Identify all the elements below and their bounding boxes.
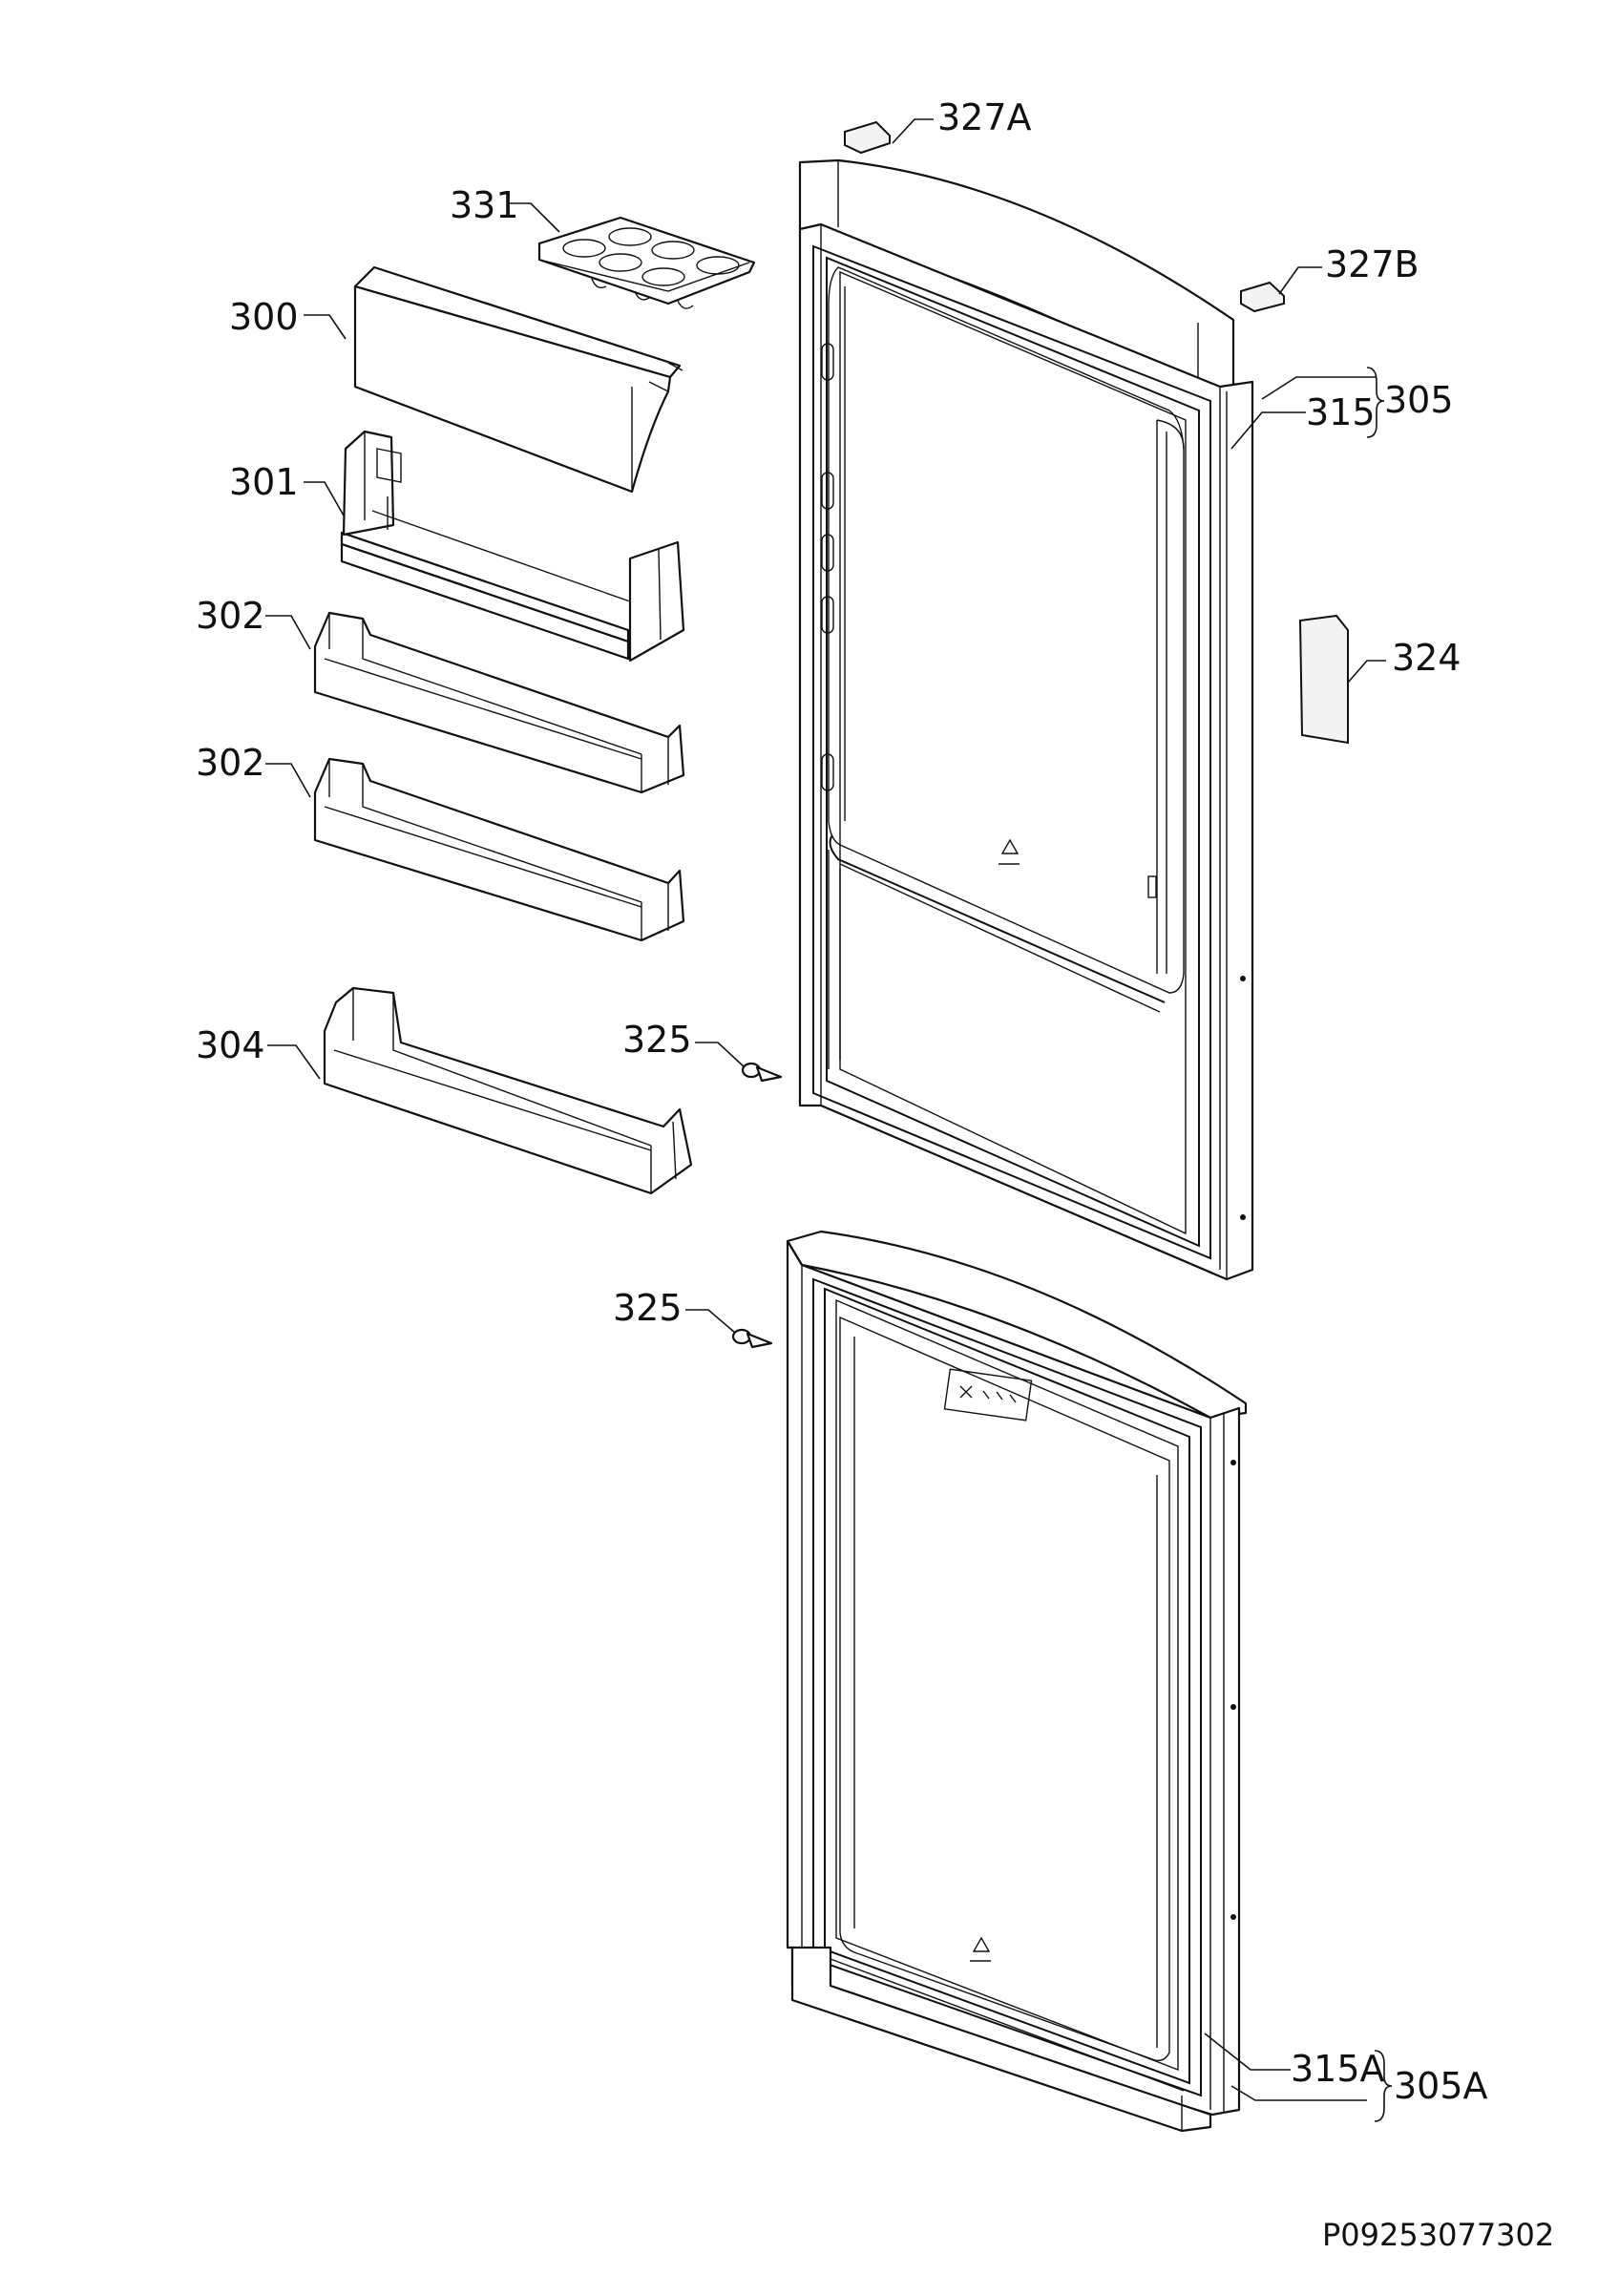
screw-lower-part xyxy=(731,1328,773,1349)
label-315a: 315A xyxy=(1291,2048,1385,2090)
shelf-mid-1-part xyxy=(313,611,685,794)
label-300: 300 xyxy=(229,296,299,338)
label-327b: 327B xyxy=(1325,243,1419,285)
bracket-327a-part xyxy=(844,120,891,155)
label-327a: 327A xyxy=(937,96,1032,138)
label-315: 315 xyxy=(1306,391,1376,433)
label-305: 305 xyxy=(1384,379,1454,421)
brace-305 xyxy=(1366,367,1385,438)
label-325-lower: 325 xyxy=(613,1287,683,1329)
drawing-code: P09253077302 xyxy=(1322,2217,1554,2253)
label-304: 304 xyxy=(196,1024,265,1066)
bracket-327b-part xyxy=(1240,281,1285,313)
egg-tray-part xyxy=(537,216,756,309)
label-301: 301 xyxy=(229,461,299,503)
lower-door xyxy=(786,1230,1248,2133)
brace-305a xyxy=(1374,2050,1393,2122)
label-325-upper: 325 xyxy=(622,1019,692,1061)
shelf-cover-part xyxy=(353,265,683,494)
cover-plate-324-part xyxy=(1298,614,1349,745)
label-302-lower: 302 xyxy=(196,742,265,784)
label-331: 331 xyxy=(450,184,519,226)
upper-door xyxy=(798,158,1254,1281)
label-305a: 305A xyxy=(1394,2065,1488,2107)
leader-lines xyxy=(265,118,1386,2101)
shelf-top-part xyxy=(340,430,685,663)
shelf-mid-2-part xyxy=(313,757,685,942)
label-324: 324 xyxy=(1392,637,1461,679)
label-302-upper: 302 xyxy=(196,595,265,637)
screw-upper-part xyxy=(741,1062,783,1083)
bottle-shelf-part xyxy=(323,986,693,1195)
